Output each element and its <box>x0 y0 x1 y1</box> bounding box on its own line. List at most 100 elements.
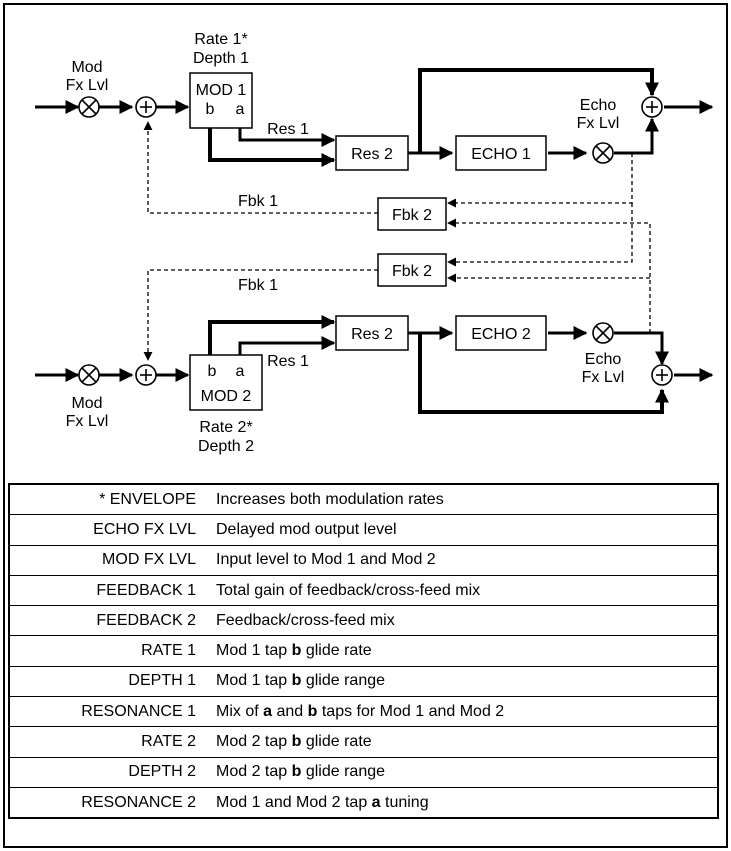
mod-label-1: Mod <box>71 59 102 76</box>
parameter-name: FEEDBACK 2 <box>9 605 206 637</box>
mod2-label: MOD 2 <box>201 388 252 405</box>
table-row: ECHO FX LVL Delayed mod output level <box>9 514 718 546</box>
depth1-label: Depth 1 <box>193 50 249 67</box>
table-row: * ENVELOPE Increases both modulation rate… <box>9 484 718 516</box>
tap-letter: a <box>263 702 273 720</box>
mult-to-sum-out-2-line <box>614 331 669 366</box>
parameter-description: Delayed mod output level <box>206 514 718 546</box>
parameter-name: ECHO FX LVL <box>9 514 206 546</box>
dry-branch-1-line <box>418 68 659 153</box>
parameter-description: Increases both modulation rates <box>206 484 718 516</box>
table-row: FEEDBACK 2 Feedback/cross-feed mix <box>9 605 718 637</box>
parameter-description: Mod 2 tap b glide rate <box>206 726 718 758</box>
description-text: Mod 1 tap <box>216 642 292 660</box>
echo-fx-lvl-2-multiplier <box>592 322 614 344</box>
mod2-tap-b-label: b <box>208 363 217 380</box>
description-text: Mod 1 tap <box>216 672 292 690</box>
sum-node-2 <box>135 364 157 386</box>
fbk1-upper-line <box>143 121 378 214</box>
parameter-description: Total gain of feedback/cross-feed mix <box>206 575 718 607</box>
mod1-tap-b-label: b <box>206 101 215 118</box>
res2-lower-block <box>335 315 409 351</box>
description-text: Delayed mod output level <box>216 520 397 538</box>
mult-to-sum-out-1-line <box>614 117 659 155</box>
tap-letter: a <box>371 793 381 811</box>
echo-fx-lvl-1-multiplier <box>592 142 614 164</box>
upper-path <box>35 68 714 167</box>
parameter-name: RESONANCE 2 <box>81 793 196 811</box>
tap-letter: b <box>291 733 302 751</box>
mod-fx-lvl-2-multiplier <box>78 364 100 386</box>
description-text: glide range <box>301 763 386 781</box>
description-text: glide range <box>301 672 386 690</box>
rate2-label: Rate 2* <box>199 419 252 436</box>
description-text: glide rate <box>301 733 372 751</box>
echo1-label: ECHO 1 <box>471 146 531 163</box>
res2-upper-block <box>335 135 409 171</box>
tap-letter: b <box>307 702 318 720</box>
echo-fx-lvl-label-1: Fx Lvl <box>577 115 620 132</box>
parameter-name: RATE 2 <box>9 726 206 758</box>
parameter-name: * ENVELOPE <box>9 484 206 516</box>
echo2-label: ECHO 2 <box>471 326 531 343</box>
parameter-description: Mix of a and b taps for Mod 1 and Mod 2 <box>206 696 718 728</box>
fbk2-upper-block <box>377 197 447 231</box>
tap-letter: b <box>291 672 302 690</box>
tap-letter: b <box>291 763 302 781</box>
fbk2-lower-label: Fbk 2 <box>392 263 432 280</box>
parameter-description: Mod 1 tap b glide rate <box>206 635 718 667</box>
parameter-name: MOD FX LVL <box>9 545 206 576</box>
description-text: taps for Mod 1 and Mod 2 <box>317 702 505 720</box>
mod1-b-to-res2-line <box>208 128 336 167</box>
signal-flow-diagram: Rate 1* Depth 1 MOD 1 b a Mod Fx Lvl Res… <box>35 31 714 455</box>
echo-label-2: Echo <box>585 351 622 368</box>
parameter-description: Input level to Mod 1 and Mod 2 <box>206 545 718 576</box>
parameter-description: Mod 2 tap b glide range <box>206 757 718 788</box>
parameter-name: RATE 1 <box>9 635 206 667</box>
parameter-description: Feedback/cross-feed mix <box>206 605 718 637</box>
lower-path <box>35 315 714 414</box>
tap-letter: b <box>291 642 302 660</box>
echo-label-1: Echo <box>580 97 617 114</box>
mod2-tap-a-label: a <box>236 363 245 380</box>
mod1-block <box>189 72 253 129</box>
description-text: Total gain of feedback/cross-feed mix <box>216 581 481 599</box>
res2-lower-label: Res 2 <box>351 326 393 343</box>
fbk1-lower-label: Fbk 1 <box>238 277 278 294</box>
page-frame <box>3 3 728 848</box>
echo1-block <box>455 135 547 171</box>
parameter-description: Mod 1 tap b glide range <box>206 666 718 698</box>
fx-lvl-label-1: Fx Lvl <box>66 77 109 94</box>
description-text: tuning <box>380 793 429 811</box>
echo-fx-lvl-label-2: Fx Lvl <box>582 369 625 386</box>
fbk1-lower-line <box>143 269 378 361</box>
fx-lvl-label-2: Fx Lvl <box>66 413 109 430</box>
res2-upper-label: Res 2 <box>351 146 393 163</box>
description-text: and <box>272 702 308 720</box>
res1-label-upper: Res 1 <box>267 121 309 138</box>
fbk1-upper-label: Fbk 1 <box>238 193 278 210</box>
description-text: Feedback/cross-feed mix <box>216 611 395 629</box>
parameter-name: DEPTH 1 <box>9 666 206 698</box>
description-text: Mod 1 and Mod 2 tap <box>216 793 372 811</box>
dry-branch-2-line <box>418 333 669 414</box>
res1-label-lower: Res 1 <box>267 353 309 370</box>
feedback-paths <box>143 121 651 361</box>
parameter-name: DEPTH 2 <box>9 757 206 788</box>
fbk2-lower-block <box>377 253 447 287</box>
mod-fx-lvl-1-multiplier <box>78 96 100 118</box>
mod1-a-to-res2-line <box>238 128 336 147</box>
parameter-table: * ENVELOPE Increases both modulation rate… <box>8 483 719 820</box>
mod2-b-to-res2-line <box>208 315 336 355</box>
description-text: Increases both modulation rates <box>216 490 444 508</box>
mod2-block <box>189 354 263 411</box>
description-text: Mod 2 tap <box>216 733 292 751</box>
mod2-a-to-res2-line <box>238 336 336 355</box>
mod-label-2: Mod <box>71 395 102 412</box>
